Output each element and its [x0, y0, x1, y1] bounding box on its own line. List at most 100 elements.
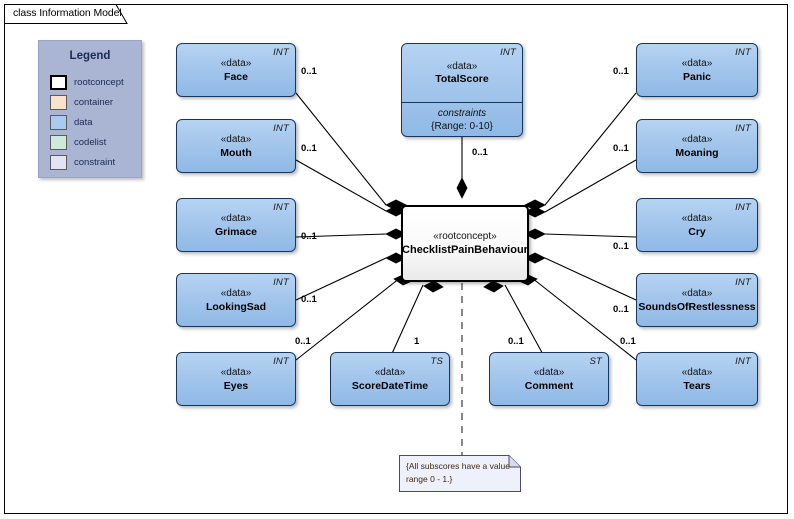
- legend-item-container: container: [50, 92, 137, 112]
- title-tab-shape: [4, 4, 128, 24]
- multiplicity-face: 0..1: [301, 66, 317, 77]
- legend-swatch-codelist: [50, 134, 67, 150]
- legend-label-container: container: [74, 96, 114, 108]
- compartment-separator-totalscore: [402, 102, 522, 103]
- legend-item-codelist: codelist: [50, 132, 137, 152]
- class-node-panic[interactable]: INT «data» Panic: [636, 43, 758, 97]
- class-name-root: ChecklistPainBehaviour: [402, 244, 528, 256]
- soundsofrestlessness-name-compartment: «data» SoundsOfRestlessness: [637, 274, 757, 326]
- multiplicity-cry: 0..1: [613, 241, 629, 252]
- stereotype-comment: «data»: [533, 366, 565, 378]
- type-tag-soundsofrestlessness: INT: [735, 277, 751, 288]
- eyes-name-compartment: «data» Eyes: [177, 353, 295, 405]
- type-tag-mouth: INT: [273, 123, 289, 134]
- type-tag-moaning: INT: [735, 123, 751, 134]
- type-tag-grimace: INT: [273, 202, 289, 213]
- legend-item-constraint: constraint: [50, 152, 137, 172]
- stereotype-totalscore: «data»: [446, 61, 478, 72]
- stereotype-tears: «data»: [681, 366, 713, 378]
- class-node-tears[interactable]: INT «data» Tears: [636, 352, 758, 406]
- multiplicity-comment: 0..1: [508, 336, 524, 347]
- legend-swatch-rootconcept: [50, 74, 67, 90]
- class-name-mouth: Mouth: [220, 146, 252, 159]
- note-shape: [399, 455, 521, 492]
- legend-title: Legend: [69, 50, 111, 62]
- class-name-tears: Tears: [683, 379, 711, 392]
- multiplicity-tears: 0..1: [620, 336, 636, 347]
- class-name-soundsofrestlessness: SoundsOfRestlessness: [638, 300, 756, 313]
- totalscore-constraints-compartment: constraints {Range: 0-10}: [402, 103, 522, 137]
- type-tag-tears: INT: [735, 356, 751, 367]
- legend-label-codelist: codelist: [74, 136, 107, 148]
- moaning-name-compartment: «data» Moaning: [637, 120, 757, 172]
- face-name-compartment: «data» Face: [177, 44, 295, 96]
- multiplicity-grimace: 0..1: [301, 231, 317, 242]
- multiplicity-totalscore: 0..1: [472, 147, 488, 158]
- multiplicity-eyes: 0..1: [295, 336, 311, 347]
- type-tag-lookingsad: INT: [273, 277, 289, 288]
- constraints-value-totalscore: {Range: 0-10}: [431, 121, 493, 132]
- scoredatetime-name-compartment: «data» ScoreDateTime: [331, 353, 449, 405]
- type-tag-panic: INT: [735, 47, 751, 58]
- class-name-scoredatetime: ScoreDateTime: [351, 379, 429, 392]
- stereotype-soundsofrestlessness: «data»: [681, 287, 713, 299]
- multiplicity-moaning: 0..1: [613, 143, 629, 154]
- legend-swatch-data: [50, 114, 67, 130]
- multiplicity-soundsofrestlessness: 0..1: [613, 304, 629, 315]
- class-node-face[interactable]: INT «data» Face: [176, 43, 296, 97]
- constraints-title-totalscore: constraints: [437, 108, 487, 119]
- diagram-title: class Information Model: [13, 7, 122, 19]
- legend-item-rootconcept: rootconcept: [50, 72, 137, 92]
- legend-rows: rootconcept container data codelist cons…: [50, 72, 137, 172]
- constraint-note[interactable]: {All subscores have a value range 0 - 1.…: [399, 455, 521, 492]
- legend-swatch-constraint: [50, 154, 67, 170]
- class-node-totalscore[interactable]: INT «data» TotalScore constraints {Range…: [401, 43, 523, 137]
- class-node-mouth[interactable]: INT «data» Mouth: [176, 119, 296, 173]
- type-tag-eyes: INT: [273, 356, 289, 367]
- stereotype-mouth: «data»: [220, 133, 252, 145]
- type-tag-totalscore: INT: [500, 47, 516, 58]
- stereotype-cry: «data»: [681, 212, 713, 224]
- lookingsad-name-compartment: «data» LookingSad: [177, 274, 295, 326]
- class-name-moaning: Moaning: [675, 146, 719, 159]
- multiplicity-mouth: 0..1: [301, 143, 317, 154]
- class-node-lookingsad[interactable]: INT «data» LookingSad: [176, 273, 296, 327]
- class-node-moaning[interactable]: INT «data» Moaning: [636, 119, 758, 173]
- class-name-eyes: Eyes: [223, 379, 249, 392]
- stereotype-face: «data»: [220, 57, 252, 69]
- comment-name-compartment: «data» Comment: [490, 353, 608, 405]
- stereotype-scoredatetime: «data»: [374, 366, 406, 378]
- class-node-cry[interactable]: INT «data» Cry: [636, 198, 758, 252]
- mouth-name-compartment: «data» Mouth: [177, 120, 295, 172]
- stereotype-panic: «data»: [681, 57, 713, 69]
- type-tag-scoredatetime: TS: [430, 356, 443, 367]
- note-text: {All subscores have a value range 0 - 1.…: [406, 461, 510, 484]
- class-name-panic: Panic: [682, 70, 711, 83]
- class-node-comment[interactable]: ST «data» Comment: [489, 352, 609, 406]
- class-node-checklistpainbehaviour[interactable]: «rootconcept» ChecklistPainBehaviour: [401, 205, 529, 282]
- legend-label-data: data: [74, 116, 93, 128]
- class-node-soundsofrestlessness[interactable]: INT «data» SoundsOfRestlessness: [636, 273, 758, 327]
- class-name-totalscore: TotalScore: [435, 73, 489, 85]
- root-name-compartment: «rootconcept» ChecklistPainBehaviour: [402, 207, 528, 280]
- totalscore-name-compartment: «data» TotalScore: [402, 44, 522, 102]
- multiplicity-scoredatetime: 1: [414, 336, 420, 347]
- stereotype-grimace: «data»: [220, 212, 252, 224]
- stereotype-eyes: «data»: [220, 366, 252, 378]
- type-tag-cry: INT: [735, 202, 751, 213]
- stereotype-lookingsad: «data»: [220, 287, 252, 299]
- class-node-grimace[interactable]: INT «data» Grimace: [176, 198, 296, 252]
- panic-name-compartment: «data» Panic: [637, 44, 757, 96]
- legend-item-data: data: [50, 112, 137, 132]
- class-name-cry: Cry: [688, 225, 706, 238]
- tears-name-compartment: «data» Tears: [637, 353, 757, 405]
- legend-label-constraint: constraint: [74, 156, 116, 168]
- class-name-comment: Comment: [524, 379, 574, 392]
- type-tag-comment: ST: [589, 356, 602, 367]
- class-name-face: Face: [224, 70, 248, 83]
- cry-name-compartment: «data» Cry: [637, 199, 757, 251]
- legend-panel: Legend rootconcept container data codeli…: [38, 40, 142, 178]
- class-node-scoredatetime[interactable]: TS «data» ScoreDateTime: [330, 352, 450, 406]
- class-name-lookingsad: LookingSad: [205, 300, 267, 313]
- class-node-eyes[interactable]: INT «data» Eyes: [176, 352, 296, 406]
